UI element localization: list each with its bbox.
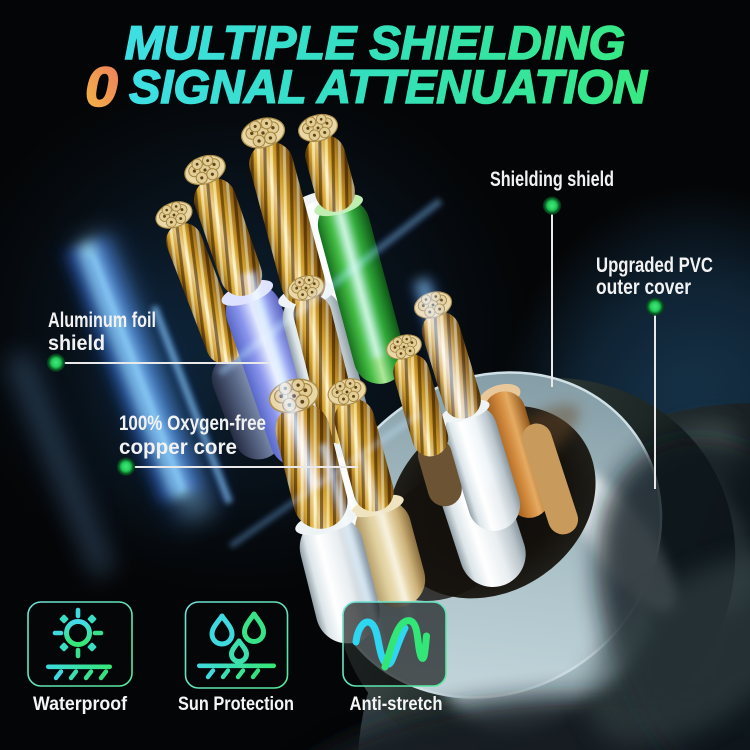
svg-text:copper core: copper core [119,435,237,459]
svg-text:Aluminum foil: Aluminum foil [48,308,156,332]
svg-text:shield: shield [48,331,105,355]
svg-text:Sun Protection: Sun Protection [178,694,294,715]
svg-text:Waterproof: Waterproof [33,694,128,715]
svg-text:MULTIPLE SHIELDING: MULTIPLE SHIELDING [125,16,625,69]
svg-text:Shielding shield: Shielding shield [490,167,614,191]
svg-text:Anti-stretch: Anti-stretch [350,694,443,715]
svg-text:100% Oxygen-free: 100% Oxygen-free [119,411,266,435]
svg-text:Upgraded PVC: Upgraded PVC [596,253,713,277]
svg-text:0: 0 [85,56,118,118]
svg-text:SIGNAL ATTENUATION: SIGNAL ATTENUATION [129,60,648,113]
svg-text:outer cover: outer cover [596,275,692,299]
